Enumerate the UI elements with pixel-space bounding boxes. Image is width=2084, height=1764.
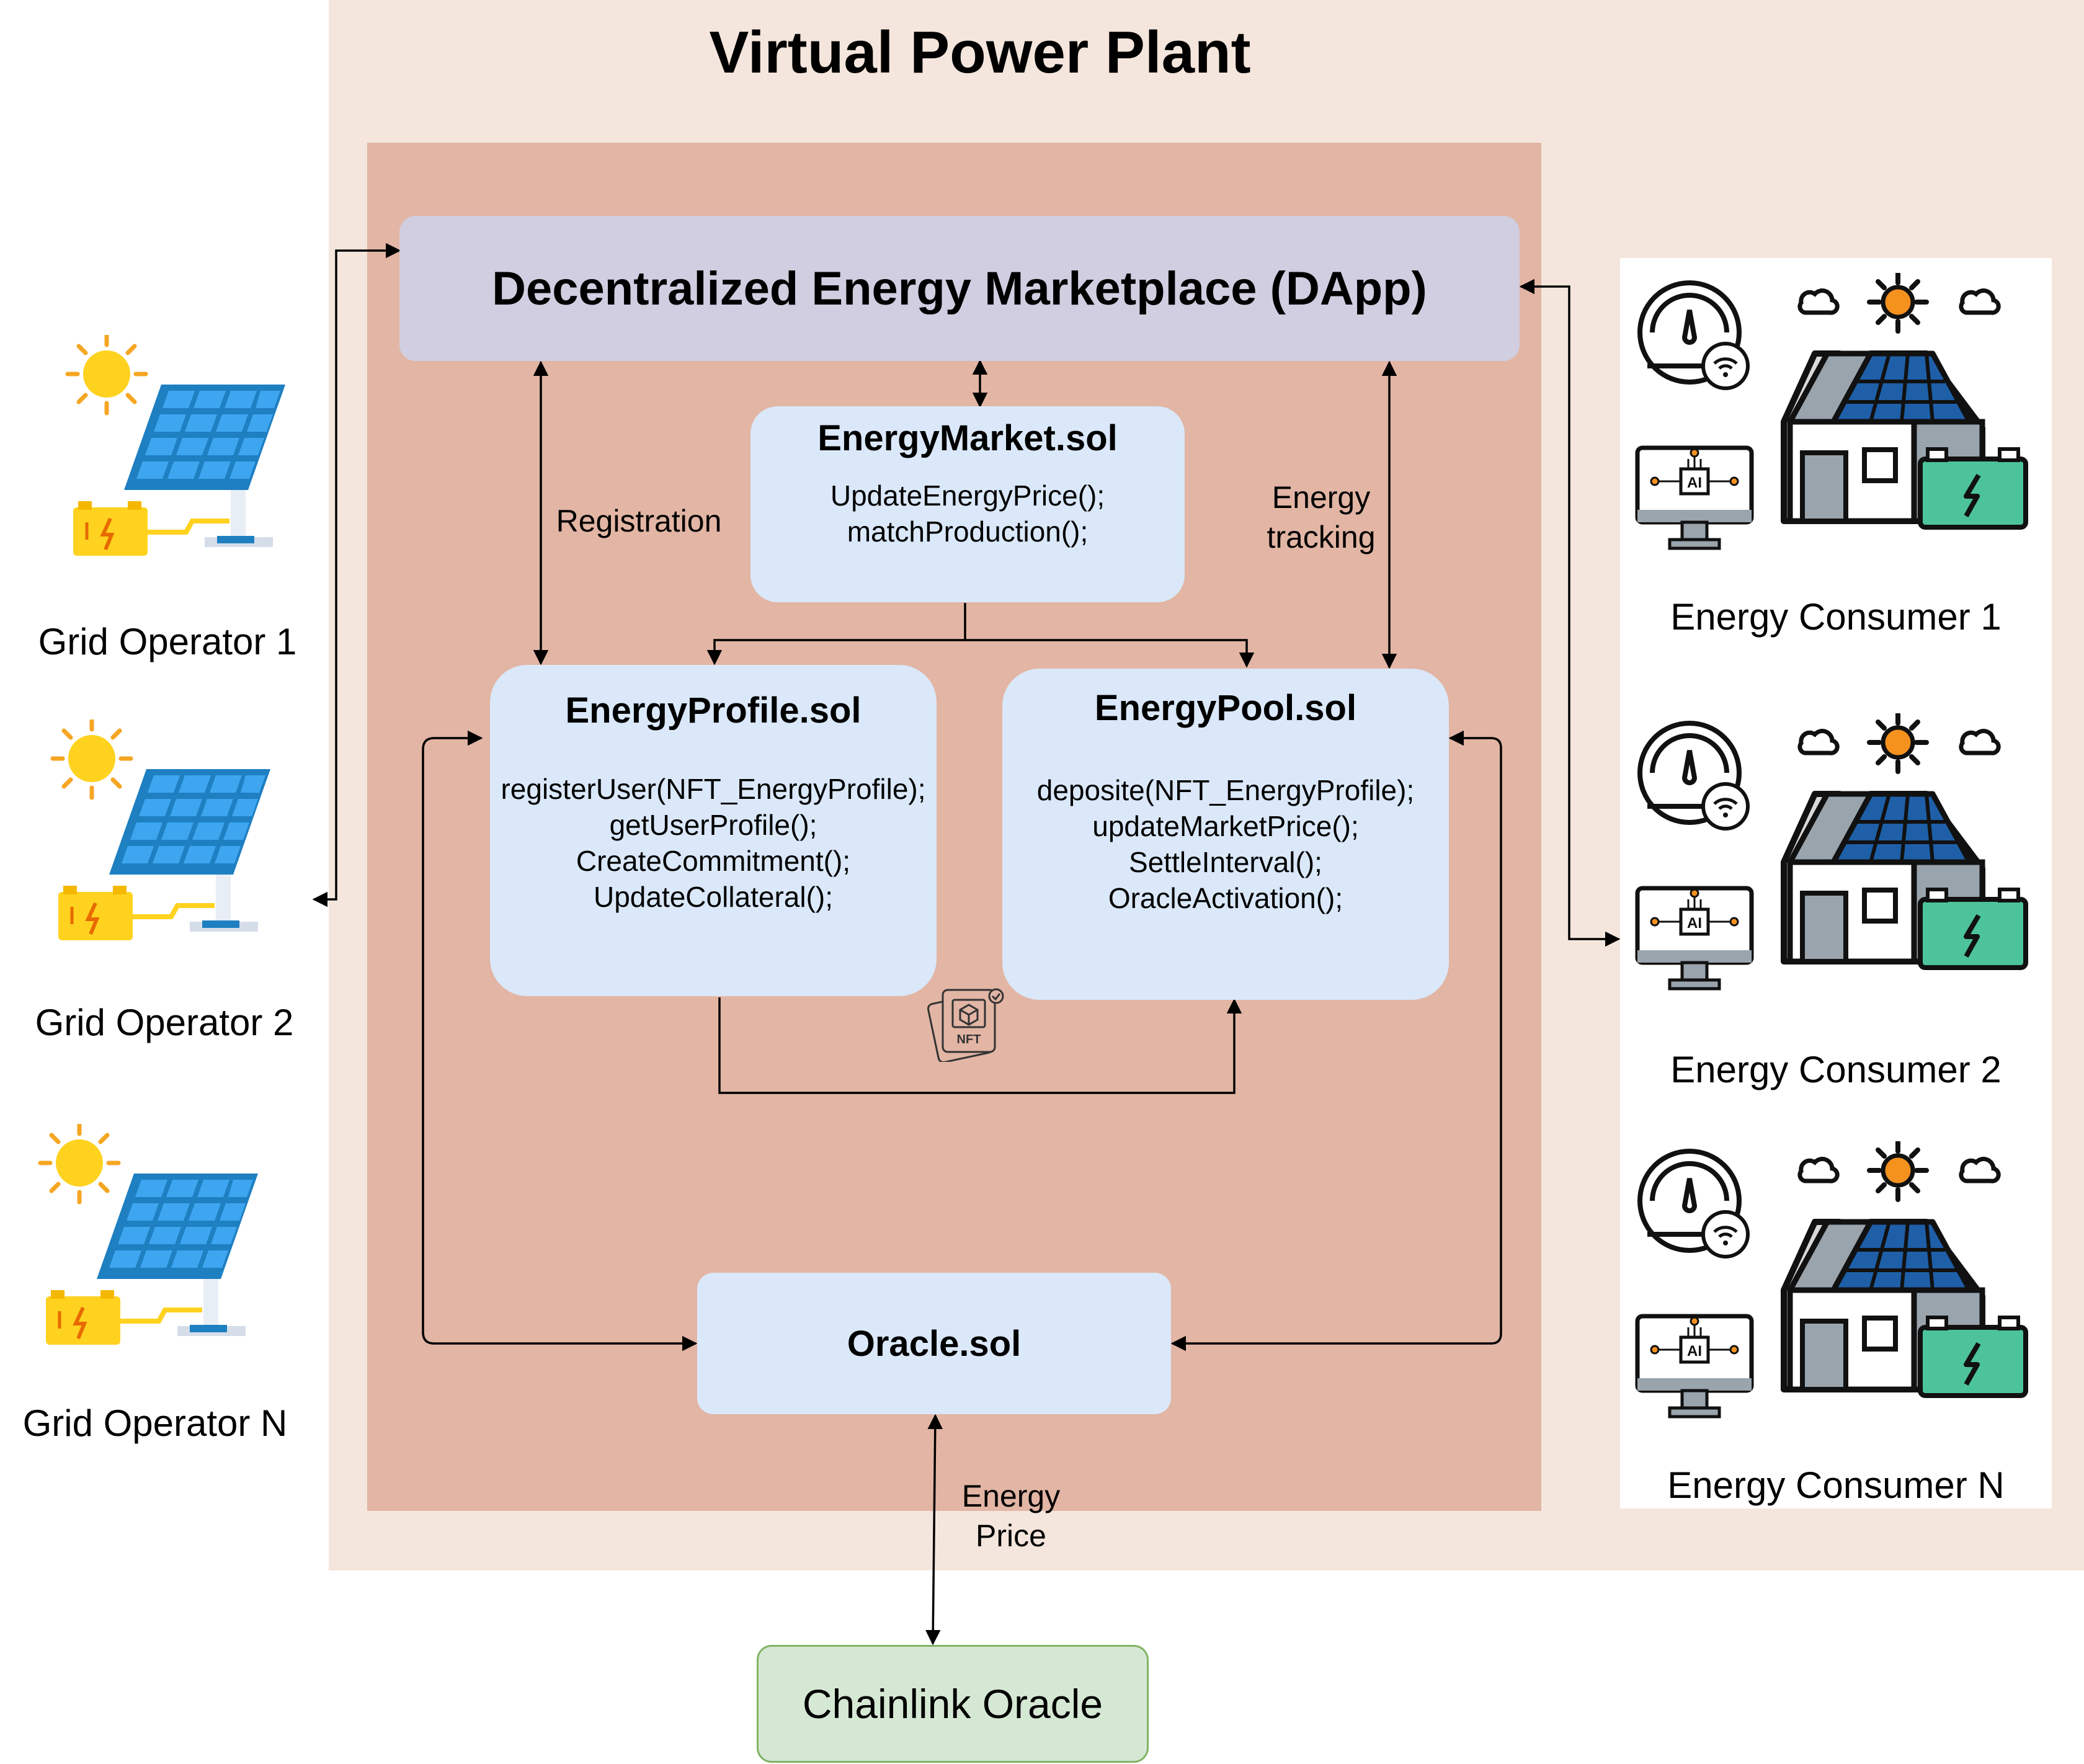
function-line: OracleActivation(); xyxy=(1108,882,1343,914)
function-line: matchProduction(); xyxy=(847,515,1089,548)
grid-operator-label: Grid Operator 2 xyxy=(35,1002,294,1043)
function-line: UpdateCollateral(); xyxy=(593,881,834,913)
nft-icon: NFT xyxy=(927,988,1004,1062)
arrow-oracle-profile xyxy=(422,730,698,1352)
arrow-dapp-to-consumers xyxy=(1519,278,1621,947)
contract-name: EnergyMarket.sol xyxy=(817,418,1118,458)
function-line: getUserProfile(); xyxy=(609,809,817,841)
function-line: deposite(NFT_EnergyProfile); xyxy=(1036,774,1415,806)
registration-label: Registration xyxy=(556,504,722,538)
consumer-label: Energy Consumer 1 xyxy=(1670,596,2002,638)
dapp-label: Decentralized Energy Marketplace (DApp) xyxy=(492,262,1427,315)
function-line: registerUser(NFT_EnergyProfile); xyxy=(501,773,926,805)
smart-home-icon xyxy=(1635,1141,2044,1451)
smart-home-icon xyxy=(1635,273,2044,583)
arrow-oracle-chainlink xyxy=(925,1414,943,1646)
page-title: Virtual Power Plant xyxy=(709,19,1251,86)
function-line: CreateCommitment(); xyxy=(576,845,851,877)
contract-name: Oracle.sol xyxy=(847,1323,1022,1364)
grid-operator-label: Grid Operator 1 xyxy=(38,621,297,662)
arrow-oracle-pool xyxy=(1170,730,1502,1352)
arrow-market-to-profile xyxy=(706,639,965,666)
function-line: updateMarketPrice(); xyxy=(1092,810,1359,842)
solar-panel-icon xyxy=(47,719,283,955)
dapp-box: Decentralized Energy Marketplace (DApp) xyxy=(399,216,1520,361)
grid-operator-label: Grid Operator N xyxy=(22,1402,288,1444)
solar-panel-icon xyxy=(62,335,298,571)
energy-profile-contract: EnergyProfile.sol registerUser(NFT_Energ… xyxy=(490,665,937,996)
arrow-grid-to-dapp xyxy=(312,243,401,907)
arrow-market-to-pool xyxy=(965,639,1255,668)
chainlink-label: Chainlink Oracle xyxy=(802,1681,1103,1727)
consumer-label: Energy Consumer N xyxy=(1667,1464,2005,1506)
consumer-label: Energy Consumer 2 xyxy=(1670,1049,2002,1090)
smart-home-icon xyxy=(1635,713,2044,1023)
svg-text:NFT: NFT xyxy=(957,1033,981,1046)
energy-price-label: Energy Price xyxy=(961,1479,1061,1553)
energy-market-contract: EnergyMarket.sol UpdateEnergyPrice(); ma… xyxy=(750,406,1185,602)
energy-tracking-label: Energy tracking xyxy=(1267,480,1376,555)
energy-pool-contract: EnergyPool.sol deposite(NFT_EnergyProfil… xyxy=(1002,669,1449,1000)
contract-name: EnergyProfile.sol xyxy=(565,690,862,731)
solar-panel-icon xyxy=(35,1124,270,1360)
function-line: SettleInterval(); xyxy=(1129,846,1322,878)
oracle-contract: Oracle.sol xyxy=(697,1273,1171,1414)
contract-name: EnergyPool.sol xyxy=(1094,688,1357,728)
function-line: UpdateEnergyPrice(); xyxy=(830,479,1105,512)
chainlink-oracle-box: Chainlink Oracle xyxy=(757,1645,1149,1763)
